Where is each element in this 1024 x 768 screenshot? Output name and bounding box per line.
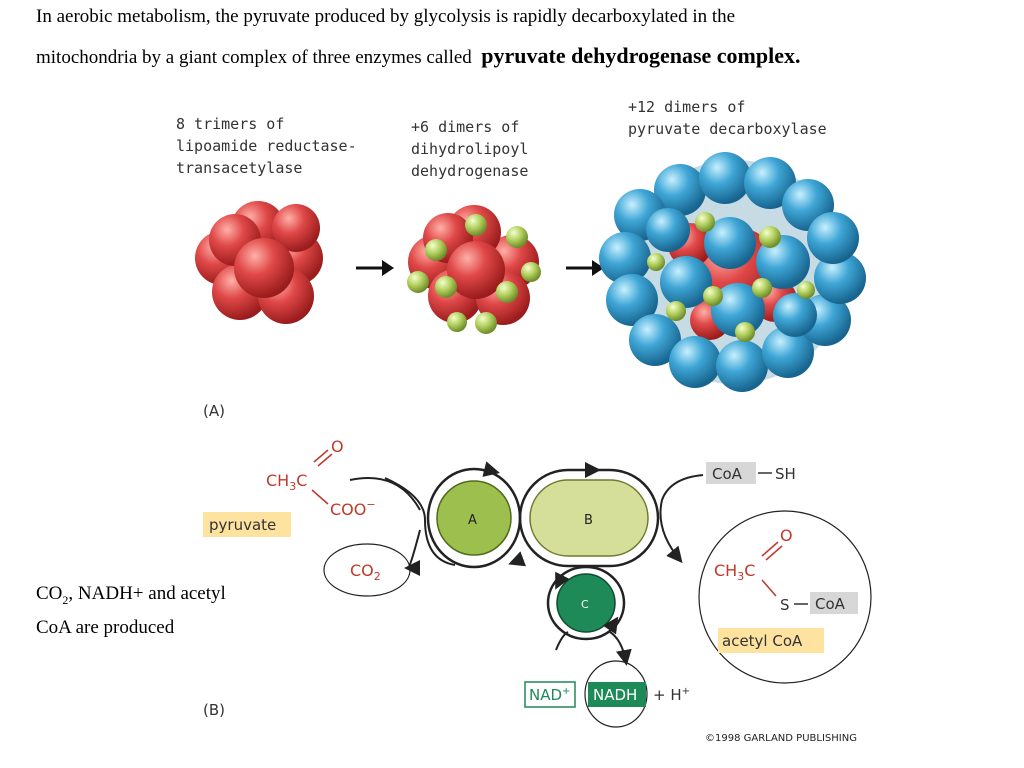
intro-text-prefix: mitochondria by a giant complex of three…: [36, 47, 472, 68]
stage1-label-line: transacetylase: [176, 159, 303, 177]
stage1-label-line: lipoamide reductase-: [176, 137, 357, 155]
note-co: CO: [36, 583, 63, 604]
pyruvate-ch3c: CH3C: [266, 471, 307, 493]
side-note-line2: CoA are produced: [36, 616, 175, 638]
acetylcoa-coa-box: [810, 592, 858, 614]
acetylcoa-coa: CoA: [815, 595, 846, 613]
red-sphere-cluster: [195, 201, 323, 324]
acetylcoa-highlight: [718, 628, 824, 653]
panel-a-label: (A): [203, 402, 225, 420]
coa-in-arrow: [659, 474, 704, 564]
nad-label: NAD+: [529, 686, 570, 704]
stage2-label-line: dihydrolipoyl: [411, 140, 529, 158]
nadh-label: NADH: [593, 686, 637, 704]
nad-in-arrow: [555, 631, 569, 651]
stage1-label: 8 trimers of lipoamide reductase- transa…: [176, 113, 357, 179]
stage2-label-line: +6 dimers of: [411, 118, 520, 136]
acetylcoa-structure: O CH3C: [714, 526, 793, 597]
co2-label: CO2: [350, 561, 381, 583]
stage3-label: +12 dimers of pyruvate decarboxylase: [628, 96, 827, 140]
nadh-circle: [584, 660, 648, 728]
side-note: CO2, NADH+ and acetyl CoA are produced: [36, 580, 226, 642]
acetylcoa-oxygen: O: [780, 526, 793, 545]
arrow-icon: [356, 260, 394, 276]
nadh-box: [588, 682, 646, 707]
acetylcoa-label: acetyl CoA: [722, 632, 803, 650]
intro-text-line2: mitochondria by a giant complex of three…: [36, 43, 801, 69]
pyruvate-oxygen: O: [331, 437, 344, 456]
coa-sh-sh: SH: [775, 465, 796, 483]
pyruvate-in-arrow: [384, 477, 456, 566]
coa-sh-coa: CoA: [712, 465, 743, 483]
full-complex-sphere-cluster: [599, 152, 866, 392]
stage2-label-line: dehydrogenase: [411, 162, 529, 180]
pyruvate-highlight: [203, 512, 291, 537]
co2-circle: [323, 543, 411, 597]
intro-text-emphasis: pyruvate dehydrogenase complex.: [481, 43, 801, 68]
enzyme-c-label: C: [581, 598, 589, 611]
coa-sh-box: [706, 462, 756, 484]
stage1-label-line: 8 trimers of: [176, 115, 285, 133]
enzyme-a: [436, 480, 512, 556]
nad-box: [524, 681, 576, 708]
enzyme-c: [556, 573, 616, 633]
nadh-out-arrow: [609, 631, 632, 666]
pyruvate-coo: COO−: [330, 498, 376, 519]
enzyme-b-label: B: [584, 513, 593, 528]
intro-text-line1: In aerobic metabolism, the pyruvate prod…: [36, 6, 736, 27]
enzyme-b: [529, 479, 649, 557]
acetylcoa-circle: [698, 510, 872, 684]
stage2-label: +6 dimers of dihydrolipoyl dehydrogenase: [411, 116, 528, 182]
panel-b-label: (B): [203, 701, 225, 719]
copyright-text: ©1998 GARLAND PUBLISHING: [705, 733, 857, 744]
pyruvate-structure: O CH3C COO−: [266, 437, 376, 519]
acetylcoa-ch3c: CH3C: [714, 561, 755, 583]
red-green-sphere-cluster: [407, 205, 541, 334]
side-note-line1: CO2, NADH+ and acetyl: [36, 580, 226, 614]
h-plus-label: + H+: [653, 686, 690, 704]
enzyme-a-label: A: [468, 513, 477, 528]
enzyme-c-ring: [546, 565, 626, 641]
note-rest: , NADH+ and acetyl: [68, 583, 226, 604]
pyruvate-label: pyruvate: [209, 516, 276, 534]
note-sub: 2: [62, 592, 69, 607]
stage3-label-line: pyruvate decarboxylase: [628, 120, 827, 138]
acetylcoa-s: S: [780, 596, 790, 614]
stage3-label-line: +12 dimers of: [628, 98, 746, 116]
arrow-icon: [566, 260, 604, 276]
